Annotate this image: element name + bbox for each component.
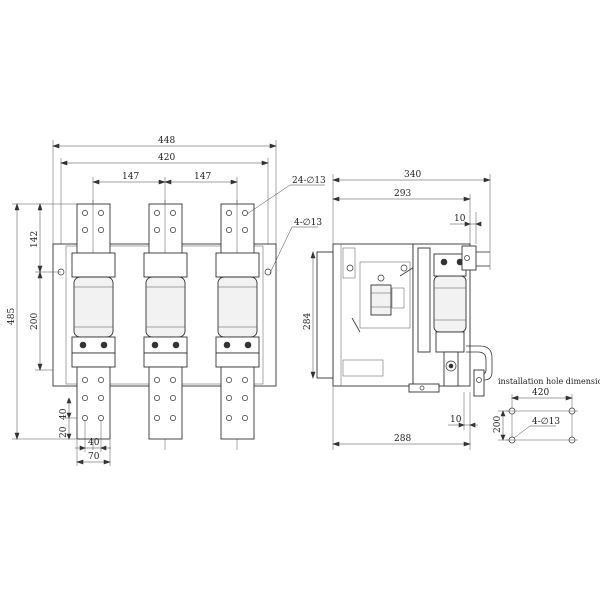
pole-3	[215, 200, 260, 450]
pole-1-interrupter	[73, 276, 114, 338]
dim-200-line	[35, 271, 53, 371]
dim-40-horizontal-label: 40	[88, 438, 100, 448]
dim-340-line	[332, 174, 491, 270]
pole-2-lower-terminal	[148, 366, 183, 440]
dim-40-horizontal-line	[75, 420, 111, 452]
hole-callout-24-label: 24-∅13	[292, 176, 326, 186]
dim-284-line	[310, 251, 316, 379]
dim-288-label: 288	[394, 434, 411, 444]
dim-200-label: 200	[30, 313, 40, 330]
dim-70-line	[76, 440, 111, 466]
dim-293-line	[332, 194, 471, 244]
mount-hole-right	[264, 268, 272, 276]
dim-288-line	[332, 386, 471, 450]
hole-callout-4-label: 4-∅13	[294, 218, 322, 228]
dim-10-top-line	[450, 212, 482, 244]
dim-142-label: 142	[30, 231, 40, 248]
pole-3-upper-terminal	[220, 203, 255, 257]
side-upper-terminal	[461, 245, 490, 271]
install-dim-420-label: 420	[532, 388, 549, 398]
pole-2-upper-terminal	[148, 203, 183, 257]
pole-1	[71, 200, 116, 450]
side-lower-terminal	[466, 345, 493, 397]
install-holes	[506, 407, 578, 444]
dim-284-label: 284	[303, 313, 313, 330]
dim-10-bottom-label: 10	[450, 415, 462, 425]
dim-147-line	[92, 177, 238, 205]
dim-20-label: 20	[59, 426, 69, 438]
side-view: 340 293 10	[303, 170, 493, 450]
dim-420-label: 420	[158, 153, 175, 163]
dim-485-line	[12, 203, 77, 440]
dim-293-label: 293	[394, 189, 411, 199]
dim-10-top-label: 10	[454, 214, 466, 224]
pole-1-lower-terminal	[76, 366, 111, 440]
install-dim-420-line	[511, 394, 573, 440]
pole-3-lower-terminal	[220, 366, 255, 440]
install-dim-200-label: 200	[493, 416, 503, 433]
hole-callout-4-leader	[269, 226, 318, 274]
side-rear-plate	[316, 251, 334, 379]
operating-mechanism	[351, 261, 423, 333]
pole-1-upper-terminal	[76, 203, 111, 257]
dim-40-vertical-label: 40	[59, 408, 69, 420]
pole-3-interrupter	[217, 276, 258, 338]
dim-147-left-label: 147	[122, 172, 139, 182]
dim-147-right-label: 147	[194, 172, 211, 182]
dim-448-label: 448	[158, 136, 175, 146]
dim-40-vertical-line	[64, 397, 77, 419]
pole-2	[143, 200, 188, 450]
installation-title: installation hole dimension	[498, 377, 600, 386]
install-hole-callout-leader	[513, 425, 556, 439]
install-dim-200-line	[498, 410, 509, 441]
hole-callout-24-leader	[246, 184, 325, 215]
dim-142-line	[35, 203, 61, 273]
dim-448-line	[52, 140, 277, 252]
dim-70-label: 70	[88, 452, 100, 462]
front-view: 448 420 147 147	[7, 136, 326, 466]
pole-2-interrupter	[145, 276, 186, 338]
dim-340-label: 340	[404, 170, 421, 180]
dim-20-line	[66, 418, 72, 440]
side-interrupter	[433, 275, 467, 333]
installation-hole-detail: installation hole dimension 420 200	[493, 377, 600, 444]
dim-10-bottom-line	[448, 392, 478, 430]
install-hole-callout-label: 4-∅13	[532, 417, 560, 427]
dim-485-label: 485	[7, 308, 17, 325]
